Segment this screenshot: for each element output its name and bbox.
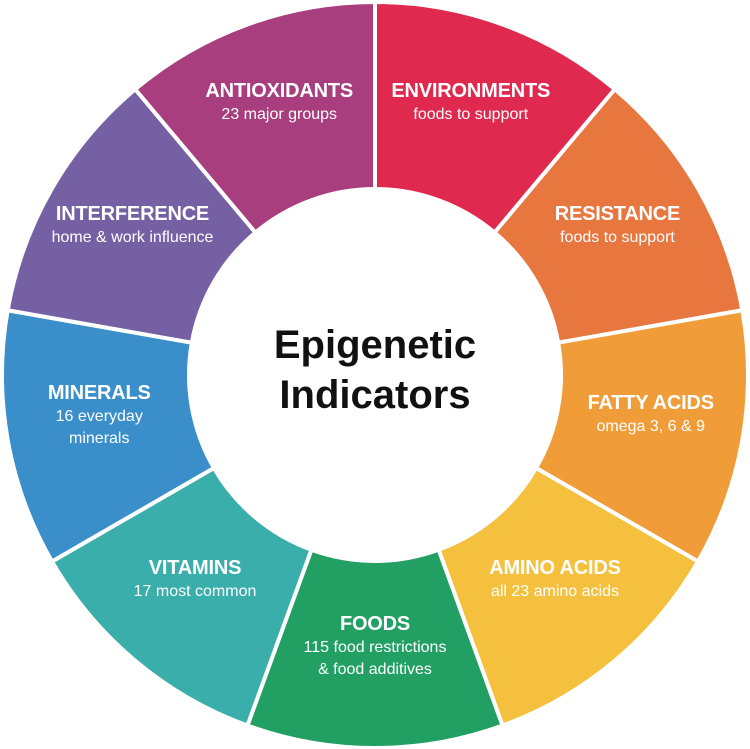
segment-subtitle: 16 everyday bbox=[55, 407, 143, 425]
segment-interference bbox=[5, 86, 259, 346]
segment-minerals bbox=[0, 307, 217, 565]
segment-subtitle: 23 major groups bbox=[221, 105, 338, 123]
segment-fatty-acids bbox=[533, 307, 750, 565]
segment-subtitle: & food additives bbox=[318, 661, 432, 678]
center-circle bbox=[190, 190, 560, 560]
segment-subtitle: minerals bbox=[69, 429, 130, 447]
center-title-line-1: Epigenetic bbox=[273, 323, 477, 367]
segment-title: FOODS bbox=[339, 613, 411, 635]
segment-subtitle: all 23 amino acids bbox=[490, 583, 619, 601]
segment-title: AMINO ACIDS bbox=[489, 557, 621, 580]
center-title-line-2: Indicators bbox=[279, 373, 471, 417]
segment-label-fatty-acids: FATTY ACIDS omega 3, 6 & 9 bbox=[541, 392, 750, 437]
segment-label-interference: INTERFERENCE home & work influence bbox=[23, 203, 243, 248]
segment-foods bbox=[244, 547, 506, 749]
segment-environments bbox=[373, 0, 618, 236]
segment-subtitle: foods to support bbox=[413, 105, 529, 123]
segment-label-foods: FOODS 115 food restrictions & food additiv… bbox=[265, 613, 485, 680]
segment-title: MINERALS bbox=[47, 381, 151, 404]
center-title: Epigenetic Indicators bbox=[225, 320, 525, 420]
segment-label-antioxidants: ANTIOXIDANTS 23 major groups bbox=[169, 80, 389, 125]
segment-label-environments: ENVIRONMENTS foods to support bbox=[361, 80, 581, 125]
segment-subtitle: foods to support bbox=[560, 229, 675, 246]
segment-subtitle: omega 3, 6 & 9 bbox=[596, 417, 705, 435]
segment-title: ENVIRONMENTS bbox=[391, 79, 551, 102]
segment-amino-acids bbox=[436, 465, 701, 729]
segment-title: FATTY ACIDS bbox=[587, 391, 715, 414]
segment-title: ANTIOXIDANTS bbox=[205, 79, 354, 102]
segment-label-minerals: MINERALS 16 everyday minerals bbox=[0, 382, 209, 449]
segment-antioxidants bbox=[132, 0, 377, 236]
segment-subtitle: 17 most common bbox=[133, 583, 257, 601]
segment-vitamins bbox=[49, 465, 314, 729]
segment-title: INTERFERENCE bbox=[55, 203, 210, 225]
segment-label-vitamins: VITAMINS 17 most common bbox=[85, 557, 305, 602]
segment-title: VITAMINS bbox=[148, 557, 242, 580]
segment-resistance bbox=[491, 86, 745, 346]
segment-label-amino-acids: AMINO ACIDS all 23 amino acids bbox=[445, 557, 665, 602]
segment-subtitle: home & work influence bbox=[51, 229, 214, 246]
segment-label-resistance: RESISTANCE foods to support bbox=[507, 203, 727, 248]
segment-title: RESISTANCE bbox=[554, 203, 681, 225]
segment-subtitle: 115 food restrictions bbox=[303, 639, 447, 656]
